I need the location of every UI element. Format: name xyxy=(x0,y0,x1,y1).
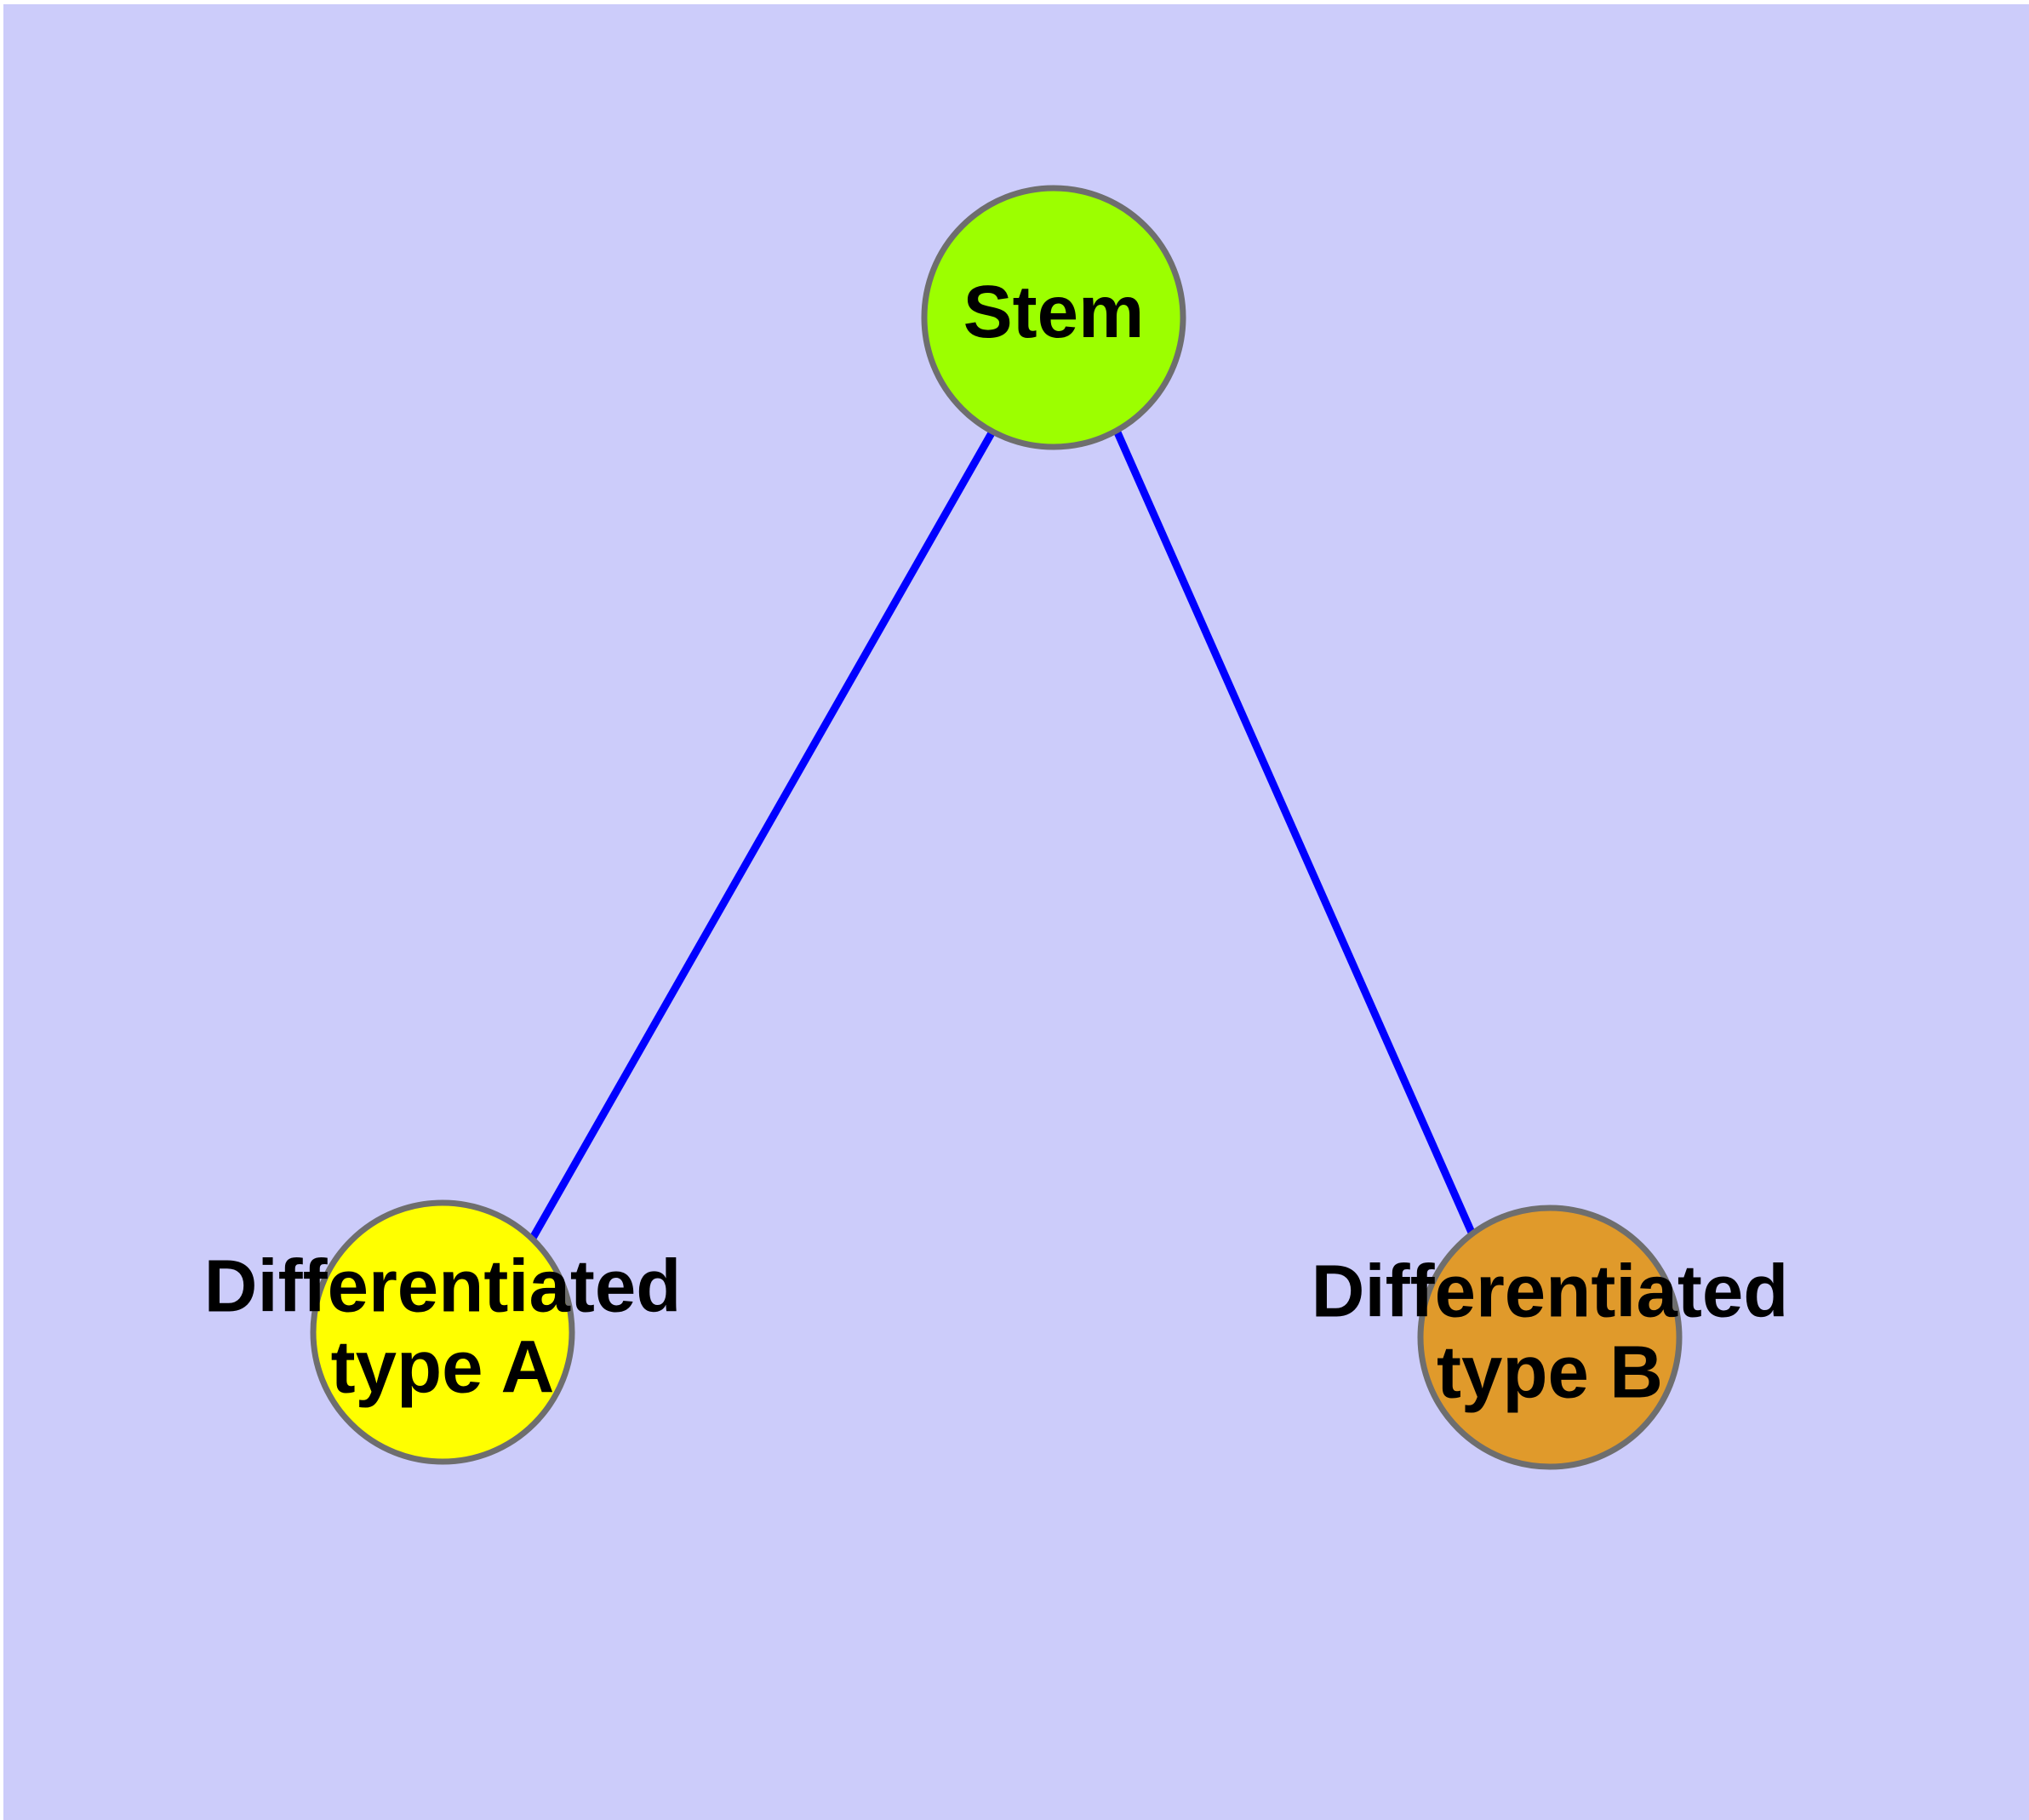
node-differentiated-type-a[interactable] xyxy=(310,1199,575,1465)
edge-stem-to-differentiated-type-a[interactable] xyxy=(529,429,996,1242)
edge-stem-to-differentiated-type-b[interactable] xyxy=(1113,431,1477,1236)
node-label-line: Stem xyxy=(963,271,1145,353)
node-label-line: Differentiated xyxy=(204,1245,682,1327)
node-label-line: type A xyxy=(331,1325,555,1408)
node-label-line: Differentiated xyxy=(1312,1250,1789,1332)
node-stem-circle[interactable] xyxy=(921,185,1186,450)
node-differentiated-type-b[interactable] xyxy=(1417,1205,1683,1470)
nodes-layer xyxy=(310,185,1683,1470)
node-differentiated-type-a-circle[interactable] xyxy=(310,1199,575,1465)
node-stem[interactable] xyxy=(921,185,1186,450)
node-label-line: type B xyxy=(1437,1331,1663,1413)
node-stem-label: Stem xyxy=(963,271,1145,353)
edges-layer xyxy=(529,429,1477,1242)
node-differentiated-type-b-circle[interactable] xyxy=(1417,1205,1683,1470)
